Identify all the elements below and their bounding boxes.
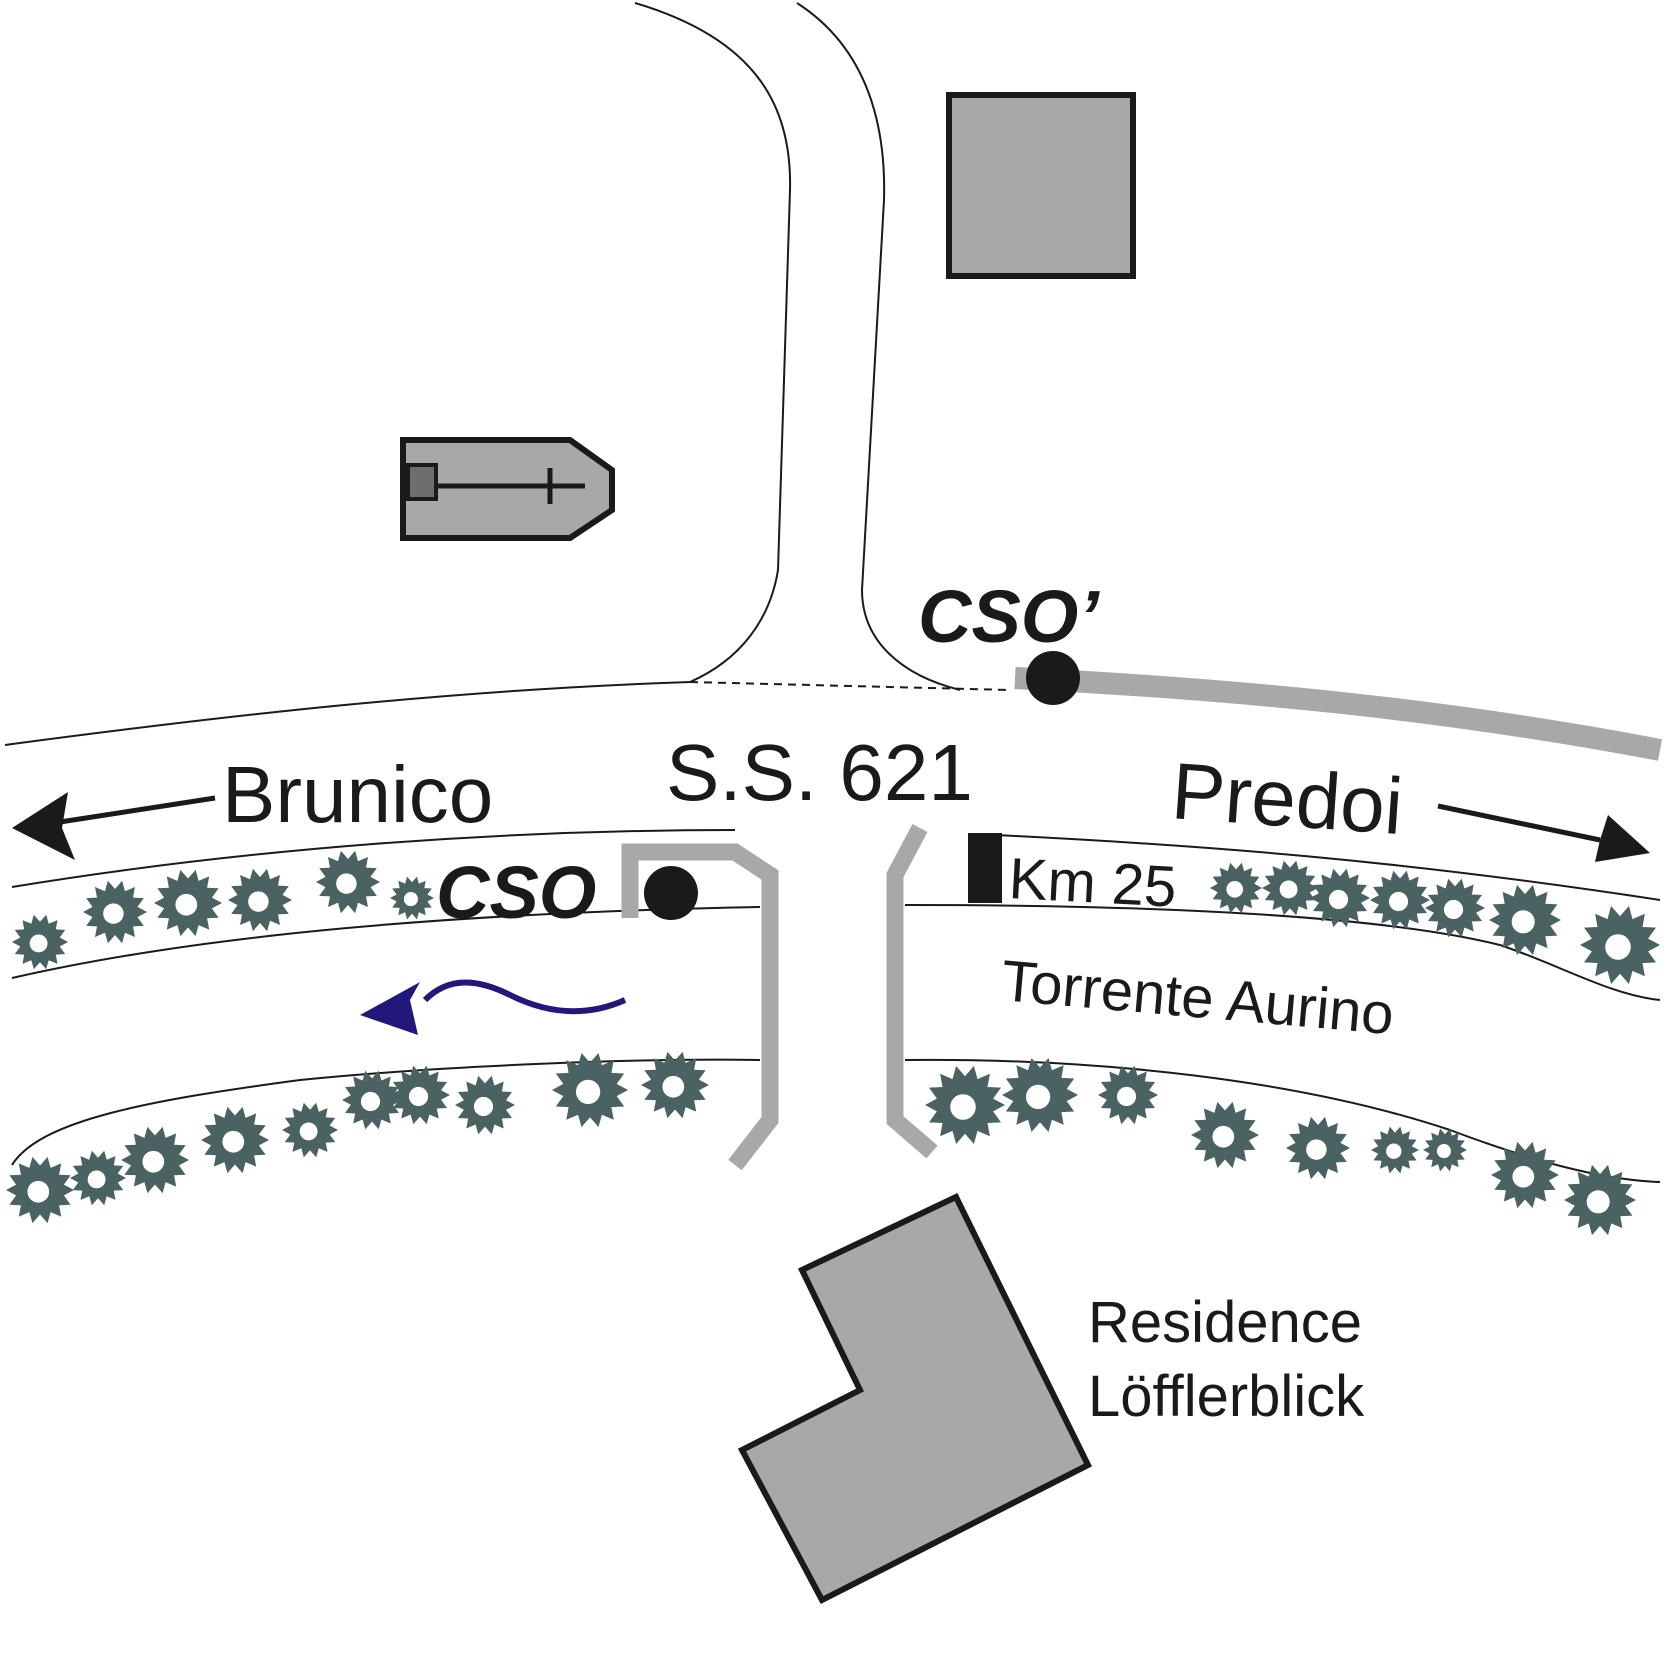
road-north-edge-west: [4, 681, 691, 746]
tree-icon-center: [473, 1096, 494, 1117]
tree-icon-center: [87, 1170, 106, 1189]
tree-icon-center: [142, 1150, 165, 1173]
main-road: [4, 681, 1661, 901]
km-marker-post: [968, 833, 1002, 903]
tree-icon-center: [408, 1086, 429, 1107]
tree-icon-center: [1328, 889, 1349, 910]
tree-icon-center: [575, 1079, 601, 1105]
tree-icon-center: [1306, 1139, 1327, 1160]
tree-icon-center: [103, 903, 124, 924]
tree-icon-center: [1511, 910, 1535, 934]
east-destination-label: Predoi: [1169, 746, 1406, 851]
side-road-east-edge: [796, 2, 961, 691]
tree-line: [6, 850, 1660, 1236]
river-label: Torrente Aurino: [999, 948, 1397, 1047]
tree-icon-center: [1388, 891, 1409, 912]
river-north-bank-east: [904, 904, 1661, 1001]
tree-icon-center: [1586, 1190, 1610, 1214]
tree-icon-center: [1226, 880, 1244, 898]
tree-icon-center: [299, 1122, 318, 1141]
side-road-west-edge: [634, 2, 792, 683]
km-marker-label: Km 25: [1007, 846, 1178, 920]
tree-icon-center: [360, 1091, 381, 1112]
tree-icon-center: [1116, 1086, 1137, 1107]
church-icon: [400, 437, 615, 541]
tree-icon-center: [336, 873, 357, 894]
tree-icon-center: [1512, 1165, 1535, 1188]
building-north: [946, 92, 1136, 279]
west-destination-label: Brunico: [222, 750, 493, 839]
tree-icon-center: [403, 892, 418, 907]
direction-arrow-west: [12, 792, 216, 860]
cso-south-label: CSO: [436, 851, 596, 934]
tree-icon-center: [1212, 1125, 1235, 1148]
tree-icon-center: [29, 934, 48, 953]
tree-icon-center: [1025, 1084, 1051, 1110]
river-south-bank-east: [904, 1058, 1661, 1183]
road-south-edge-east: [994, 834, 1661, 901]
cso-north-channel: [1014, 667, 1663, 761]
tree-icon-center: [248, 891, 269, 912]
side-road-crossing: [689, 681, 1011, 691]
bridge: [621, 824, 938, 1171]
direction-arrow-east: [1437, 803, 1650, 862]
residence-label-line2: Löfflerblick: [1088, 1364, 1365, 1429]
river-south-bank-west: [11, 1058, 761, 1166]
flow-direction-arrow: [360, 979, 627, 1035]
tree-icon-center: [1436, 1144, 1451, 1159]
tree-icon-center: [1605, 934, 1631, 960]
tree-icon-center: [175, 893, 198, 916]
cso-north-point: [1026, 651, 1080, 705]
road-south-edge: [11, 829, 736, 888]
bridge-west-rail: [621, 843, 779, 1171]
side-road: [634, 2, 1011, 691]
residence-label-line1: Residence: [1088, 1290, 1362, 1355]
tree-icon-center: [1279, 880, 1298, 899]
tree-icon-center: [27, 1180, 50, 1203]
tree-icon-center: [662, 1075, 685, 1098]
tree-icon-center: [222, 1130, 245, 1153]
residence-building: [737, 1193, 1093, 1605]
cso-north-label: CSO’: [918, 575, 1100, 658]
tree-icon-center: [950, 1094, 976, 1120]
bridge-east-rail: [886, 824, 938, 1159]
tree-icon-center: [1386, 1143, 1402, 1159]
tree-icon-center: [1443, 899, 1464, 920]
cso-south-point: [644, 866, 698, 920]
road-label: S.S. 621: [666, 728, 973, 817]
